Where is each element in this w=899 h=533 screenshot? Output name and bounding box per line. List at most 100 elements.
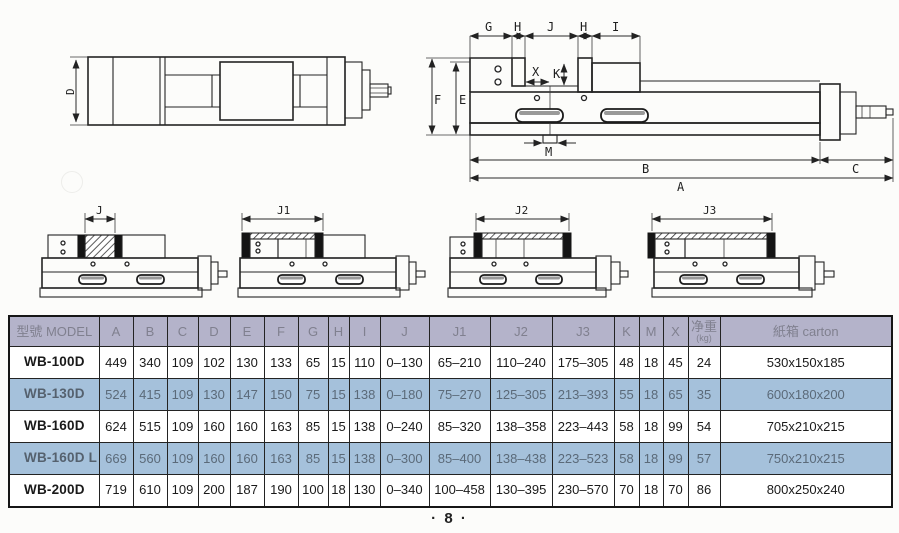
- value-cell-J1: 75–270: [428, 378, 491, 411]
- header-cell-M: M: [638, 315, 664, 347]
- value-cell-K: 70: [613, 474, 640, 507]
- header-cell-model: 型號 MODEL: [8, 315, 100, 347]
- value-cell-C: 109: [166, 410, 199, 443]
- value-cell-M: 18: [638, 410, 664, 443]
- model-cell: WB-160D L: [8, 442, 100, 475]
- model-cell: WB-160D: [8, 410, 100, 443]
- header-cell-J: J: [379, 315, 430, 347]
- header-cell-carton: 紙箱 carton: [719, 315, 893, 347]
- value-cell-F: 190: [263, 474, 299, 507]
- value-cell-H: 15: [327, 378, 350, 411]
- clamp-view-j2: J2: [447, 204, 629, 298]
- dim-label-C: C: [852, 162, 859, 176]
- dim-label-H-left: H: [514, 20, 521, 34]
- value-cell-H: 15: [327, 346, 350, 379]
- dim-label-A: A: [677, 180, 685, 194]
- header-cell-I: I: [348, 315, 381, 347]
- value-cell-M: 18: [638, 442, 664, 475]
- dim-label-I: I: [612, 20, 619, 34]
- value-cell-J2: 138–438: [489, 442, 553, 475]
- value-cell-J1: 100–458: [428, 474, 491, 507]
- dim-label-G: G: [485, 20, 492, 34]
- value-cell-I: 110: [348, 346, 381, 379]
- model-cell: WB-100D: [8, 346, 100, 379]
- dim-label-J2: J2: [515, 204, 528, 217]
- header-cell-D: D: [197, 315, 231, 347]
- value-cell-K: 48: [613, 346, 640, 379]
- header-cell-G: G: [297, 315, 329, 347]
- clamp-view-j3: J3: [647, 204, 835, 298]
- value-cell-C: 109: [166, 474, 199, 507]
- value-cell-A: 624: [98, 410, 134, 443]
- value-cell-J: 0–130: [379, 346, 430, 379]
- header-cell-J2: J2: [489, 315, 553, 347]
- value-cell-I: 138: [348, 378, 381, 411]
- dim-label-J: J: [547, 20, 554, 34]
- dim-label-D: D: [64, 88, 77, 95]
- scan-watermark-circle: [61, 171, 83, 193]
- value-cell-carton: 600x180x200: [719, 378, 893, 411]
- header-cell-B: B: [132, 315, 168, 347]
- model-cell: WB-130D: [8, 378, 100, 411]
- value-cell-J2: 130–395: [489, 474, 553, 507]
- value-cell-J: 0–240: [379, 410, 430, 443]
- value-cell-B: 560: [132, 442, 168, 475]
- value-cell-B: 340: [132, 346, 168, 379]
- value-cell-X: 45: [662, 346, 689, 379]
- dim-label-E: E: [459, 93, 466, 107]
- value-cell-G: 65: [297, 346, 329, 379]
- value-cell-X: 65: [662, 378, 689, 411]
- value-cell-net_weight: 86: [687, 474, 721, 507]
- value-cell-D: 102: [197, 346, 231, 379]
- value-cell-D: 130: [197, 378, 231, 411]
- value-cell-F: 133: [263, 346, 299, 379]
- header-cell-K: K: [613, 315, 640, 347]
- dim-label-J: J: [96, 204, 103, 217]
- value-cell-J2: 110–240: [489, 346, 553, 379]
- value-cell-J3: 175–305: [551, 346, 615, 379]
- value-cell-G: 85: [297, 442, 329, 475]
- value-cell-A: 449: [98, 346, 134, 379]
- value-cell-M: 18: [638, 474, 664, 507]
- value-cell-net_weight: 54: [687, 410, 721, 443]
- clamp-view-j1: J1: [237, 204, 426, 298]
- value-cell-G: 75: [297, 378, 329, 411]
- header-cell-J1: J1: [428, 315, 491, 347]
- value-cell-H: 18: [327, 474, 350, 507]
- value-cell-F: 163: [263, 410, 299, 443]
- value-cell-C: 109: [166, 346, 199, 379]
- header-cell-J3: J3: [551, 315, 615, 347]
- value-cell-D: 160: [197, 442, 231, 475]
- value-cell-B: 415: [132, 378, 168, 411]
- header-cell-H: H: [327, 315, 350, 347]
- value-cell-carton: 750x210x215: [719, 442, 893, 475]
- value-cell-K: 58: [613, 442, 640, 475]
- value-cell-D: 160: [197, 410, 231, 443]
- value-cell-C: 109: [166, 378, 199, 411]
- dim-label-M: M: [545, 145, 552, 159]
- value-cell-I: 130: [348, 474, 381, 507]
- dim-label-X: X: [532, 65, 540, 79]
- value-cell-X: 99: [662, 442, 689, 475]
- value-cell-net_weight: 24: [687, 346, 721, 379]
- page-number: · 8 ·: [431, 510, 468, 527]
- model-cell: WB-200D: [8, 474, 100, 507]
- value-cell-J3: 230–570: [551, 474, 615, 507]
- value-cell-J3: 223–443: [551, 410, 615, 443]
- value-cell-A: 719: [98, 474, 134, 507]
- value-cell-E: 147: [229, 378, 265, 411]
- value-cell-K: 55: [613, 378, 640, 411]
- value-cell-F: 150: [263, 378, 299, 411]
- value-cell-C: 109: [166, 442, 199, 475]
- value-cell-H: 15: [327, 442, 350, 475]
- dim-label-K: K: [553, 67, 561, 81]
- value-cell-E: 160: [229, 442, 265, 475]
- value-cell-G: 100: [297, 474, 329, 507]
- value-cell-B: 610: [132, 474, 168, 507]
